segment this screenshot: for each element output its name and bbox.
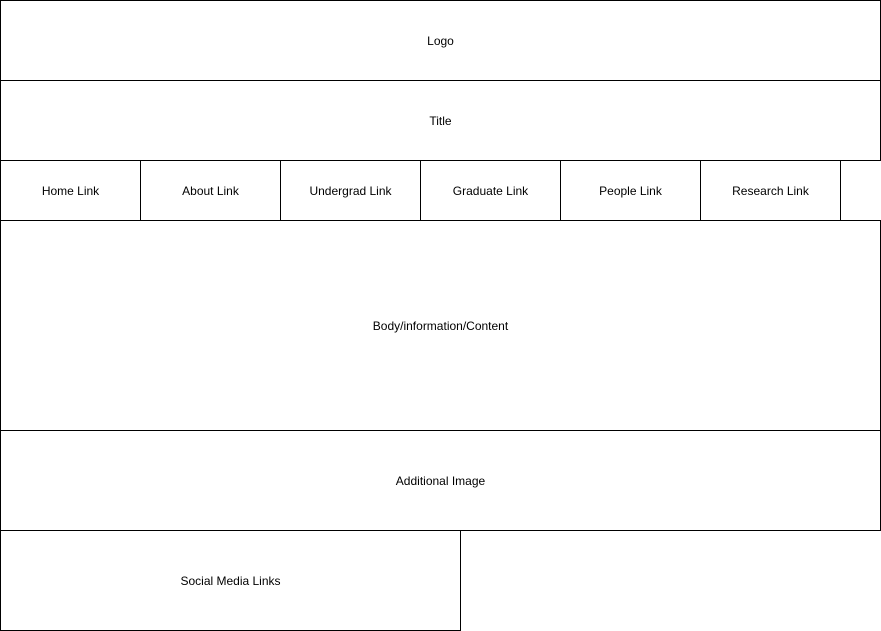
title-placeholder: Title [0, 80, 881, 161]
additional-image-label: Additional Image [395, 473, 486, 488]
nav-research-label: Research Link [732, 183, 809, 198]
nav-home-label: Home Link [41, 183, 100, 198]
social-media-label: Social Media Links [180, 573, 281, 588]
nav-undergrad-link[interactable]: Undergrad Link [280, 160, 421, 221]
nav-about-label: About Link [182, 183, 239, 198]
nav-about-link[interactable]: About Link [140, 160, 281, 221]
title-label: Title [429, 113, 452, 128]
body-content-area: Body/information/Content [0, 220, 881, 431]
nav-people-link[interactable]: People Link [560, 160, 701, 221]
logo-label: Logo [427, 33, 454, 48]
nav-undergrad-label: Undergrad Link [309, 183, 392, 198]
social-media-links[interactable]: Social Media Links [0, 530, 461, 631]
body-content-label: Body/information/Content [372, 318, 509, 333]
additional-image-placeholder: Additional Image [0, 430, 881, 531]
nav-graduate-label: Graduate Link [452, 183, 529, 198]
nav-home-link[interactable]: Home Link [0, 160, 141, 221]
nav-graduate-link[interactable]: Graduate Link [420, 160, 561, 221]
nav-people-label: People Link [599, 183, 662, 198]
logo-placeholder: Logo [0, 0, 881, 81]
nav-research-link[interactable]: Research Link [700, 160, 841, 221]
